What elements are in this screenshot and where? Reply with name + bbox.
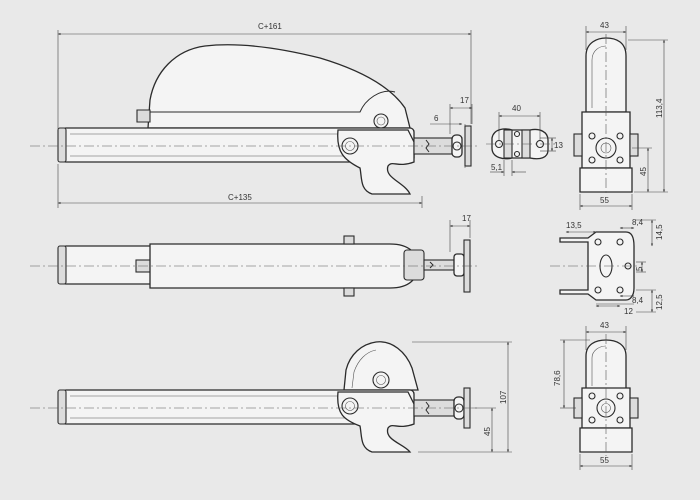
dim-12: 12	[624, 307, 633, 316]
bottom-end-view: 43 78,6 55	[553, 321, 639, 470]
top-chain-cover	[147, 44, 411, 129]
dim-43-bottom: 43	[600, 321, 609, 330]
dim-78-6: 78,6	[553, 370, 562, 386]
plan-view: 17	[30, 214, 480, 297]
dim-113-4: 113,4	[655, 98, 664, 118]
dim-55-bottom: 55	[600, 456, 609, 465]
dim-5-1: 5,1	[491, 163, 503, 172]
dim-107: 107	[499, 390, 508, 404]
bottom-side-view: 107 45	[30, 341, 512, 453]
dim-17-plan: 17	[462, 214, 471, 223]
dim-17-top: 17	[460, 96, 469, 105]
dim-13: 13	[554, 141, 563, 150]
top-end-view: 43 113,4 45 55	[573, 21, 668, 210]
dim-13-5: 13,5	[566, 221, 582, 230]
dim-45-top: 45	[639, 167, 648, 176]
dim-8-4-bottom: 8,4	[632, 296, 644, 305]
dim-12-5: 12,5	[655, 294, 664, 310]
bottom-motor-cover	[343, 341, 419, 391]
dim-8-4-top: 8,4	[632, 218, 644, 227]
top-side-view: C+161 C+135 17 6	[30, 22, 480, 208]
dim-14-5: 14,5	[655, 224, 664, 240]
dim-45-bottom: 45	[483, 427, 492, 436]
dim-40: 40	[512, 104, 521, 113]
bracket-detail-view: 13,5 8,4 14,5 5 8,4 12 12,5	[550, 218, 664, 316]
dim-c135: C+135	[228, 193, 252, 202]
top-bracket-view: 40 13 5,1	[486, 104, 563, 176]
dim-55-top: 55	[600, 196, 609, 205]
dim-43-top: 43	[600, 21, 609, 30]
dim-6: 6	[434, 114, 439, 123]
dim-c161: C+161	[258, 22, 282, 31]
dim-5: 5	[635, 266, 644, 271]
